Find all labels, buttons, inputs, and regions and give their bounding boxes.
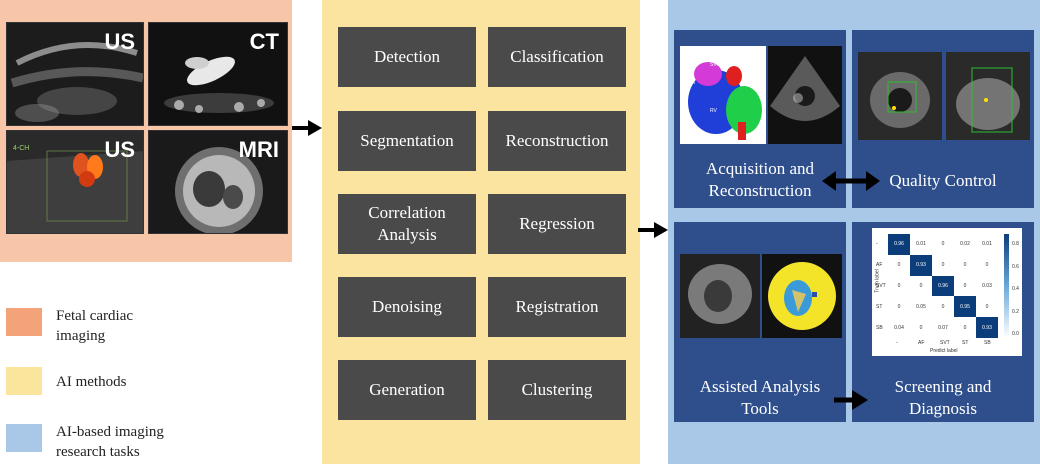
cm-colorbar [1004,234,1009,338]
cm-cell: 0.96 [932,275,954,297]
cm-colorbar-tick: 0.2 [1012,308,1019,315]
cm-cell: 0 [954,275,976,297]
cm-cell: 0 [976,254,998,276]
cm-colorbar-tick: 0.8 [1012,241,1019,247]
cm-cell: 0.95 [954,296,976,318]
method-classification: Classification [488,27,626,87]
heart-label-dao: DAO [746,134,757,140]
us-scan-1: US [6,22,144,126]
heart-label-svc: SVC [710,62,721,68]
cm-cell: 0 [888,254,910,276]
method-reconstruction: Reconstruction [488,111,626,171]
cm-row-label: ST [876,303,883,310]
cm-cell: 0 [910,275,932,297]
arrow-methods-to-tasks [638,222,668,238]
cm-cell: 0.03 [976,275,998,297]
method-detection: Detection [338,27,476,87]
cm-cell: 0 [910,317,932,338]
cm-row-label: SVT [876,283,886,289]
assisted-us-image [680,254,760,338]
method-correlation-analysis: Correlation Analysis [338,194,476,254]
legend-swatch-ai [6,367,42,395]
method-regression: Regression [488,194,626,254]
cm-cell: 0 [888,275,910,297]
doppler-image [7,131,143,233]
cm-cell: 0 [932,254,954,276]
legend-swatch-imaging [6,308,42,336]
arrow-assisted-to-screening [834,390,868,410]
cm-cell: 0.93 [910,254,932,276]
ultrasound-image [7,23,143,125]
heart-label-ra: RA [688,80,695,86]
task-label: Screening and Diagnosis [894,377,992,419]
cm-col-label: AF [918,340,925,346]
quality-scan-2 [946,52,1030,140]
mri-scan: MRI [148,130,288,234]
task-label: Assisted Analysis Tools [699,377,821,419]
method-clustering: Clustering [488,360,626,420]
cm-colorbar-tick: 0.0 [1012,331,1019,337]
arrow-imaging-to-methods [292,120,322,136]
cm-col-label: SVT [940,340,950,346]
cm-col-label: SB [984,340,991,346]
segmentation-mask-image [762,254,842,338]
cm-cell: 0 [932,296,954,318]
cm-cell: 0.93 [976,317,998,338]
us-doppler-scan: 4-CH US [6,130,144,234]
method-denoising: Denoising [338,277,476,337]
ct-image [149,23,287,125]
cm-cell: 0.01 [976,234,998,255]
cm-cell: 0.05 [910,296,932,318]
cm-cell: 0.96 [888,234,910,255]
cm-colorbar-tick: 0.6 [1012,263,1019,270]
task-acquisition-reconstruction: SVC RA RV DAO Acquisition and Reconstruc… [674,30,846,208]
method-registration: Registration [488,277,626,337]
task-label: Quality Control [889,171,997,190]
method-generation: Generation [338,360,476,420]
scan-label: CT [249,29,279,54]
cm-xlabel: Predict label [930,348,958,354]
task-label: Acquisition and Reconstruction [705,159,815,201]
task-quality-control: Quality Control [852,30,1034,208]
cm-cell: 0.07 [932,317,954,338]
task-assisted-analysis: Assisted Analysis Tools [674,222,846,422]
cm-col-label: ST [962,340,969,346]
cm-ylabel: Truth label [874,269,881,293]
legend-swatch-tasks [6,424,42,452]
cm-cell: 0.04 [888,317,910,338]
quality-scan-1 [858,52,942,140]
legend-label-ai: AI methods [56,374,127,390]
cm-row-label: - [876,241,878,248]
heart-model-image: SVC RA RV DAO [680,46,766,144]
fetal-imaging-panel: US CT 4-CH US [0,0,292,262]
ultrasound-sector-image [768,46,842,144]
cm-colorbar-ticks: 0.8 0.6 0.4 0.2 0.0 [1012,234,1022,338]
cm-cell: 0 [954,254,976,276]
view-label: 4-CH [13,145,30,152]
legend-label-tasks: AI-based imaging research tasks [56,424,164,461]
cm-colorbar-tick: 0.4 [1012,286,1019,292]
scan-label: US [104,29,135,54]
mri-image [149,131,287,233]
cm-row-label: AF [876,262,883,269]
legend-label-imaging: Fetal cardiac imaging [56,308,134,345]
cm-cell: 0.02 [954,234,976,255]
cm-cell: 0 [954,317,976,338]
cm-col-label: - [896,340,898,346]
method-segmentation: Segmentation [338,111,476,171]
scan-label: US [104,137,135,162]
cm-row-label: SB [876,324,883,331]
heart-label-rv: RV [710,108,717,114]
scan-label: MRI [238,137,279,162]
cm-cell: 0 [976,296,998,318]
cm-cell: 0 [888,296,910,318]
cm-cell: 0.01 [910,234,932,255]
ct-scan: CT [148,22,288,126]
double-arrow-acquisition-quality [822,171,880,191]
cm-cell: 0 [932,234,954,255]
